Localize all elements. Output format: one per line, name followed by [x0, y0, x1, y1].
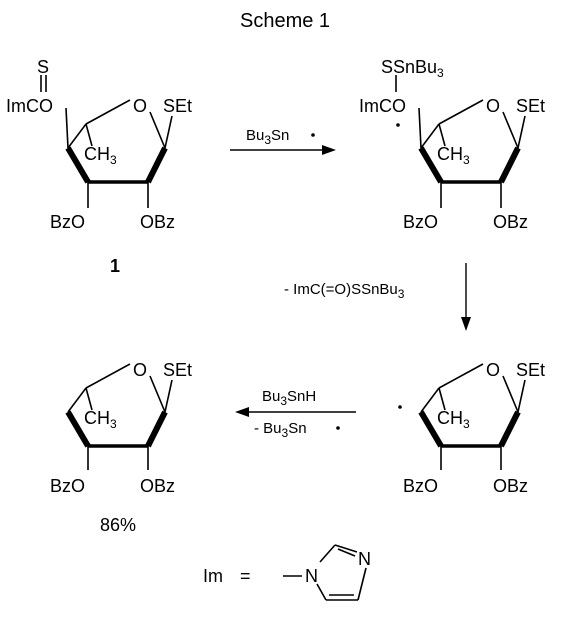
set-label-4: SEt: [163, 360, 192, 380]
im-radical-label: ImCO: [359, 96, 406, 116]
obz-label-4: OBz: [140, 476, 175, 496]
radical-dot-2: [396, 123, 400, 127]
bzo-label-2: BzO: [403, 212, 438, 232]
im-definition-equals: =: [240, 566, 251, 586]
obz-label-3: OBz: [493, 476, 528, 496]
radical-dot-3: [398, 405, 402, 409]
im-thiono-label: ImCO: [6, 96, 53, 116]
bzo-label-4: BzO: [50, 476, 85, 496]
ring-oxygen-1: O: [133, 96, 147, 116]
obz-label-2: OBz: [493, 212, 528, 232]
methyl-label-4: CH3: [84, 408, 117, 431]
compound-2: [395, 75, 526, 208]
compound-number: 1: [110, 256, 120, 276]
step2-reagent: - ImC(=O)SSnBu3: [284, 281, 405, 301]
step3-radical-dot: [336, 426, 340, 430]
step3-reagent-top: Bu3SnH: [262, 388, 316, 408]
arrow-step-1: [230, 145, 336, 155]
step3-reagent-bottom: - Bu3Sn: [254, 420, 307, 440]
scheme-title: Scheme 1: [240, 10, 330, 32]
yield-label: 86%: [100, 515, 136, 535]
sulfur-label: S: [37, 57, 49, 77]
obz-label-1: OBz: [140, 212, 175, 232]
ring-oxygen-3-glyph: O: [486, 360, 500, 380]
stannyl-thio-label: SSnBu3: [381, 57, 444, 80]
set-label-1: SEt: [163, 96, 192, 116]
step1-reagent: Bu3Sn: [246, 127, 289, 147]
step1-radical-dot: [311, 133, 315, 137]
ring-oxygen-2: O: [486, 96, 500, 116]
compound-3: [418, 363, 526, 470]
ring-oxygen-4: O: [133, 360, 147, 380]
methyl-label-3: CH3: [437, 408, 470, 431]
bzo-label-1: BzO: [50, 212, 85, 232]
arrow-step-3: [235, 407, 356, 417]
set-label-2: SEt: [516, 96, 545, 116]
arrow-step-2: [461, 263, 471, 331]
imidazole-n3: N: [358, 549, 371, 569]
methyl-label-2: CH3: [437, 144, 470, 167]
methyl-label-1: CH3: [84, 144, 117, 167]
compound-1: [40, 75, 173, 208]
imidazole-ring: [283, 544, 367, 601]
imidazole-n1: N: [305, 566, 318, 586]
im-definition-lhs: Im: [203, 566, 223, 586]
set-label-3: SEt: [516, 360, 545, 380]
bzo-label-3: BzO: [403, 476, 438, 496]
compound-4: [65, 363, 173, 470]
